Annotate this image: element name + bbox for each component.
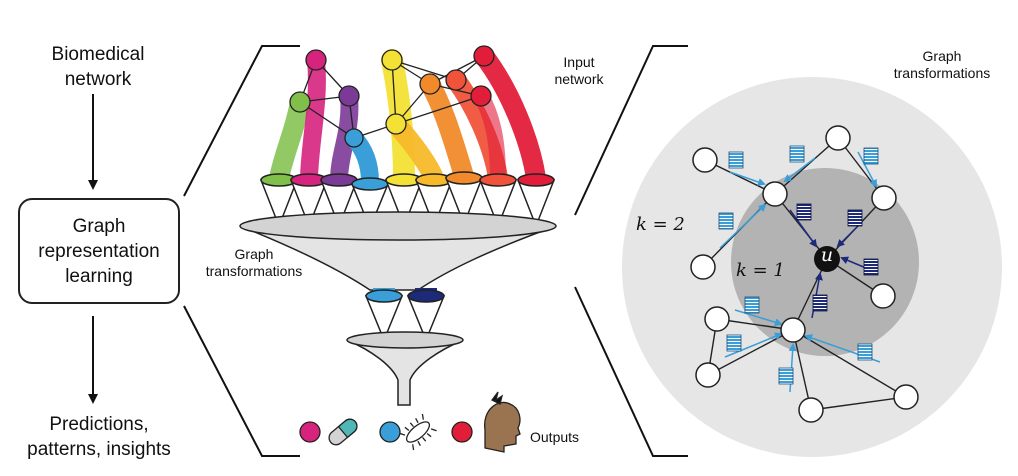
graph-transformations-label: Graph transformations [196,246,312,280]
box-line3: learning [65,265,133,287]
cone-5 [384,173,424,229]
output-label-line2: patterns, insights [27,439,171,460]
graph-transformations-line1: Graph [234,246,274,262]
k2-label: k = 2 [636,214,685,235]
pink-node-icon [299,421,321,443]
detail-title: Graph transformations [880,48,1004,82]
top-cones [259,171,556,230]
red-node-icon [451,421,473,443]
cone-1 [259,173,299,229]
input-network-nodes [289,45,495,148]
graph-representation-learning-box: Graph representation learning [18,198,180,304]
graph-transformations-line2: transformations [205,263,303,279]
input-label-line2: network [64,69,132,90]
bacteria-icon [399,413,437,451]
box-line1: Graph [72,215,126,237]
small-funnel [346,331,464,406]
output-label-line1: Predictions, [49,414,149,435]
light-blue-message-stacks [718,145,879,385]
k1-label: k = 1 [736,260,785,281]
detail-title-line1: Graph [922,48,962,64]
output-label: Predictions, patterns, insights [6,412,192,462]
outputs-label: Outputs [530,429,580,445]
blue-node-icon [379,421,401,443]
cone-6 [414,173,454,229]
detail-graph-nodes [690,125,919,423]
input-label-line1: Biomedical [51,44,145,65]
detail-title-line2: transformations [893,65,991,81]
big-funnel [239,211,557,291]
cone-8 [478,173,518,229]
cone-3 [319,173,359,229]
input-network-line2: network [554,71,604,87]
cone-7 [444,171,484,227]
zoom-lines-left [183,45,300,457]
input-label: Biomedical network [28,42,168,92]
box-line2: representation [38,240,160,262]
center-node-u [814,246,840,272]
cone-9 [516,173,556,229]
pill-icon [328,418,358,446]
output-icons [299,391,521,453]
input-network-line1: Input [563,54,595,70]
dark-blue-message-stacks [796,203,879,312]
cone-4 [350,177,390,230]
middle-cones [364,289,446,342]
colored-streams [269,46,546,191]
zoom-lines-right [574,45,688,457]
head-disease-icon [484,391,521,453]
center-node-label: u [820,244,834,266]
input-network-label: Input network [548,54,610,88]
